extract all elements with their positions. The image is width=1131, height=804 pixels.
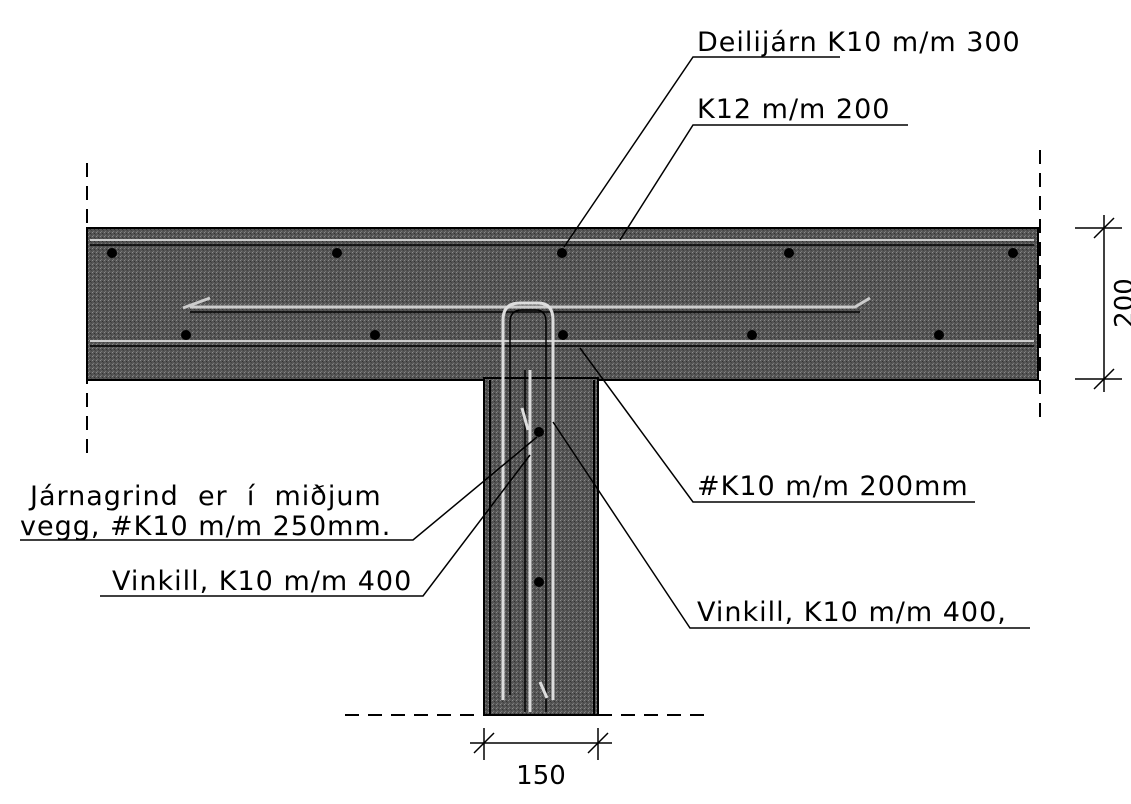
rebar-dot <box>107 248 117 258</box>
wall-u-bar-outer <box>501 301 555 700</box>
rebar-dot <box>557 248 567 258</box>
dim-tick-left <box>473 732 495 754</box>
label-vinkill-left: Vinkill, K10 m/m 400 <box>112 566 412 597</box>
rebar-dot <box>534 577 544 587</box>
dim-tick-right <box>587 732 609 754</box>
rebar-dot <box>370 330 380 340</box>
label-deilijarn: Deilijárn K10 m/m 300 <box>697 27 1021 58</box>
wall-bar-hook-1 <box>520 407 530 431</box>
rebar-dot <box>332 248 342 258</box>
leader-k12 <box>619 124 908 241</box>
leader-vinkill-right <box>552 421 1030 629</box>
label-k10-200: #K10 m/m 200mm <box>697 471 969 502</box>
slab-hook-end <box>182 296 211 310</box>
leader-k10-200 <box>579 347 975 503</box>
rebar-dot <box>1008 248 1018 258</box>
leader-deilijarn <box>563 56 840 248</box>
slab-hook-bar <box>190 296 871 309</box>
dim-tick-bottom <box>1093 368 1115 390</box>
leader-jarnagrind <box>20 436 538 541</box>
wall-bar-hook-2 <box>538 681 549 699</box>
rebar-dot <box>534 427 544 437</box>
rebar-dot <box>784 248 794 258</box>
wall-u-bar-inner <box>509 309 547 712</box>
label-jarnagrind-line1: Járnagrind er í miðjum <box>28 481 382 512</box>
dim-wall-width: 150 <box>516 761 566 791</box>
dim-tick-top <box>1093 217 1115 239</box>
label-vinkill-right: Vinkill, K10 m/m 400, <box>697 597 1007 628</box>
rebar-dot <box>747 330 757 340</box>
rebar-dot <box>181 330 191 340</box>
leader-vinkill-left <box>100 454 531 597</box>
rebar-dot <box>558 330 568 340</box>
label-jarnagrind-line2: vegg, #K10 m/m 250mm. <box>20 511 391 542</box>
label-k12: K12 m/m 200 <box>697 94 890 125</box>
rebar-dot <box>934 330 944 340</box>
dim-slab-thickness: 200 <box>1110 278 1131 328</box>
